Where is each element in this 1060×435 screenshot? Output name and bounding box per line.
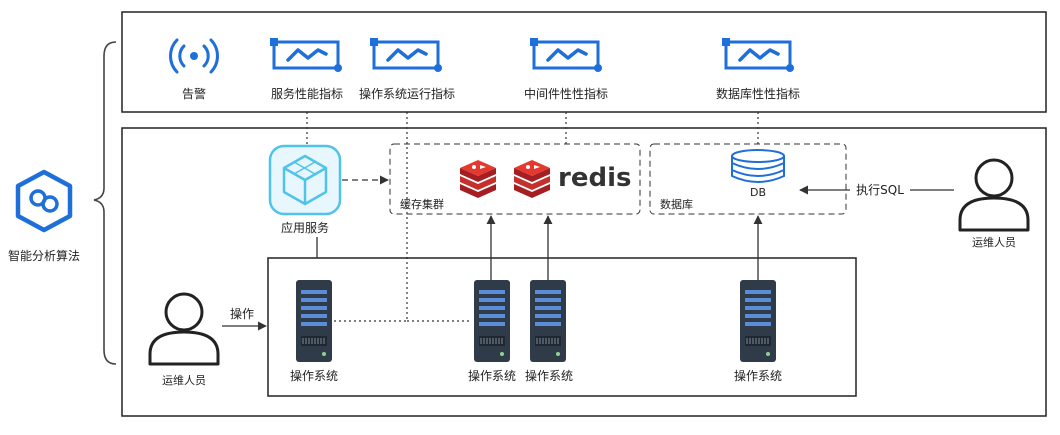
database-group-label: 数据库 <box>660 197 693 211</box>
app-service-label: 应用服务 <box>281 220 329 235</box>
middleware-metric-icon <box>528 36 604 74</box>
redis-brand: redis <box>558 163 631 193</box>
algorithm-label: 智能分析算法 <box>8 248 80 263</box>
service-metric-label: 服务性能指标 <box>271 86 343 101</box>
ops-person-right-label: 运维人员 <box>972 236 1016 249</box>
alert-label: 告警 <box>182 86 206 101</box>
operate-label: 操作 <box>230 306 254 321</box>
os-metric-icon <box>368 36 444 74</box>
system-panel <box>121 127 1047 417</box>
service-metric-icon <box>268 36 344 74</box>
exec-sql-label: 执行SQL <box>856 183 904 197</box>
os-servers-panel <box>267 257 857 397</box>
os-metric-link <box>332 112 408 322</box>
redis-cube-icon <box>460 160 496 198</box>
server-icon <box>739 279 777 363</box>
brace <box>93 41 117 365</box>
ops-person-right-icon <box>958 158 1030 232</box>
redis-cube-icon-2 <box>514 160 550 198</box>
server-label: 操作系统 <box>468 368 516 383</box>
server-icon <box>529 279 567 363</box>
alert-icon <box>169 38 219 74</box>
server-icon <box>473 279 511 363</box>
middleware-metric-label: 中间件性性指标 <box>524 86 608 101</box>
server-label: 操作系统 <box>734 368 782 383</box>
algorithm-icon <box>15 169 73 233</box>
metrics-panel <box>121 11 1047 113</box>
db-label: DB <box>750 186 766 199</box>
server-label: 操作系统 <box>525 368 573 383</box>
server-icon <box>295 279 333 363</box>
cache-cluster-group <box>389 143 641 215</box>
ops-person-left-label: 运维人员 <box>162 374 206 387</box>
os-metric-label: 操作系统运行指标 <box>359 86 455 101</box>
ops-person-left-icon <box>148 292 220 366</box>
db-icon <box>731 149 785 183</box>
server-label: 操作系统 <box>290 368 338 383</box>
cache-cluster-label: 缓存集群 <box>400 197 444 211</box>
app-service-icon <box>268 144 342 216</box>
database-group <box>649 143 847 215</box>
database-metric-icon <box>720 36 796 74</box>
database-metric-label: 数据库性性指标 <box>716 86 800 101</box>
